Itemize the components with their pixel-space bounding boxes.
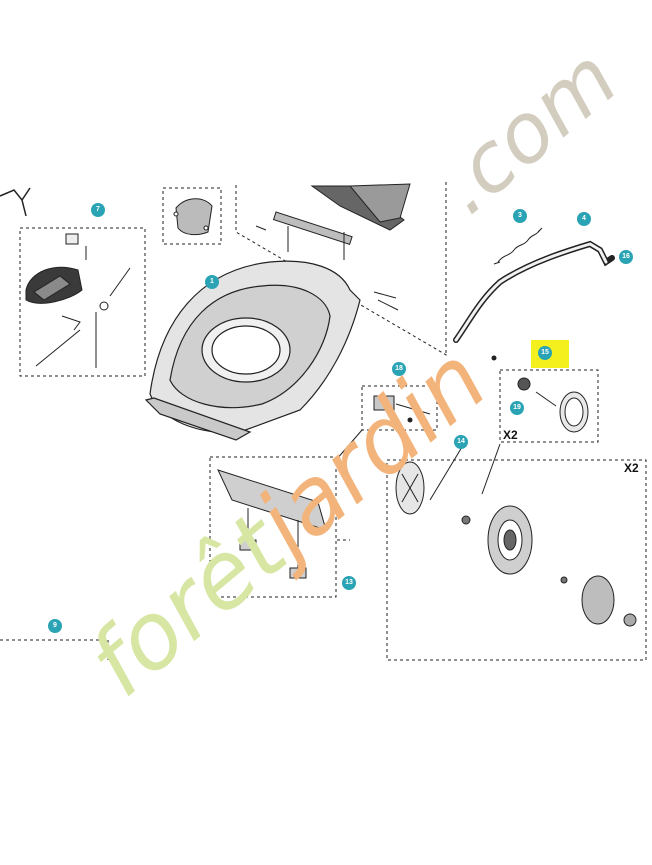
- hub-assembly: [517, 377, 589, 433]
- part-callout-13[interactable]: 13: [342, 576, 356, 590]
- rear-flap-assembly: [25, 233, 131, 368]
- tension-spring: [493, 227, 543, 265]
- mower-deck: [144, 260, 361, 441]
- part-callout-9[interactable]: 9: [48, 619, 62, 633]
- handle-bar: [453, 240, 615, 343]
- group-box-housing: [235, 185, 449, 357]
- group-box-13-corner: [335, 457, 350, 541]
- group-box-7: [19, 227, 146, 377]
- grass-bag-frame: [255, 183, 411, 311]
- parts-diagram: [0, 182, 647, 661]
- part-callout-16[interactable]: 16: [619, 250, 633, 264]
- group-box-15: [499, 369, 599, 443]
- quantity-label-wheel: X2: [624, 461, 639, 475]
- part-callout-1[interactable]: 1: [205, 275, 219, 289]
- quantity-label-hub: X2: [503, 428, 518, 442]
- cable-clip: [173, 198, 213, 236]
- group-box-13: [209, 456, 337, 598]
- part-callout-7[interactable]: 7: [91, 203, 105, 217]
- top-left-bracket: [0, 187, 31, 217]
- axle-assembly: [217, 469, 327, 579]
- part-callout-4[interactable]: 4: [577, 212, 591, 226]
- part-callout-15[interactable]: 15: [538, 346, 552, 360]
- height-adjust-bracket: [373, 395, 431, 423]
- group-box-14: [386, 459, 647, 661]
- group-box-top-clip: [162, 187, 222, 245]
- part-callout-18[interactable]: 18: [392, 362, 406, 376]
- part-callout-19[interactable]: 19: [510, 401, 524, 415]
- group-box-18: [361, 385, 438, 431]
- part-callout-14[interactable]: 14: [454, 435, 468, 449]
- group-box-9: [0, 639, 109, 660]
- part-callout-3[interactable]: 3: [513, 209, 527, 223]
- wheel-assembly: [395, 461, 637, 627]
